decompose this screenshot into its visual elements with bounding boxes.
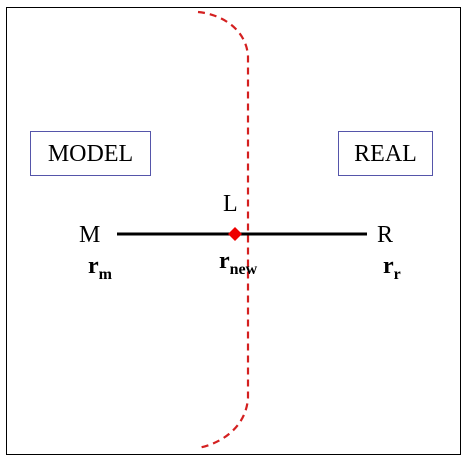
- vector-r-r-symbol: r: [383, 253, 394, 279]
- vector-r-r: rr: [383, 254, 401, 283]
- point-m-label: M: [79, 222, 101, 248]
- vector-r-r-subscript: r: [393, 266, 401, 283]
- diagram-frame: [6, 7, 461, 455]
- vector-r-new: rnew: [219, 249, 257, 278]
- point-r-label: R: [377, 222, 394, 248]
- vector-r-m: rm: [88, 254, 112, 283]
- vector-r-m-symbol: r: [88, 253, 99, 279]
- real-region-box: REAL: [338, 131, 433, 176]
- model-region-label: MODEL: [47, 140, 134, 167]
- model-region-box: MODEL: [30, 131, 151, 176]
- vector-r-m-subscript: m: [98, 266, 112, 283]
- vector-r-new-symbol: r: [219, 248, 230, 274]
- model-real-boundary: [197, 10, 250, 450]
- vector-r-new-subscript: new: [229, 261, 258, 278]
- new-point-marker: [228, 227, 242, 241]
- point-l-label: L: [223, 191, 238, 217]
- real-region-label: REAL: [354, 140, 417, 167]
